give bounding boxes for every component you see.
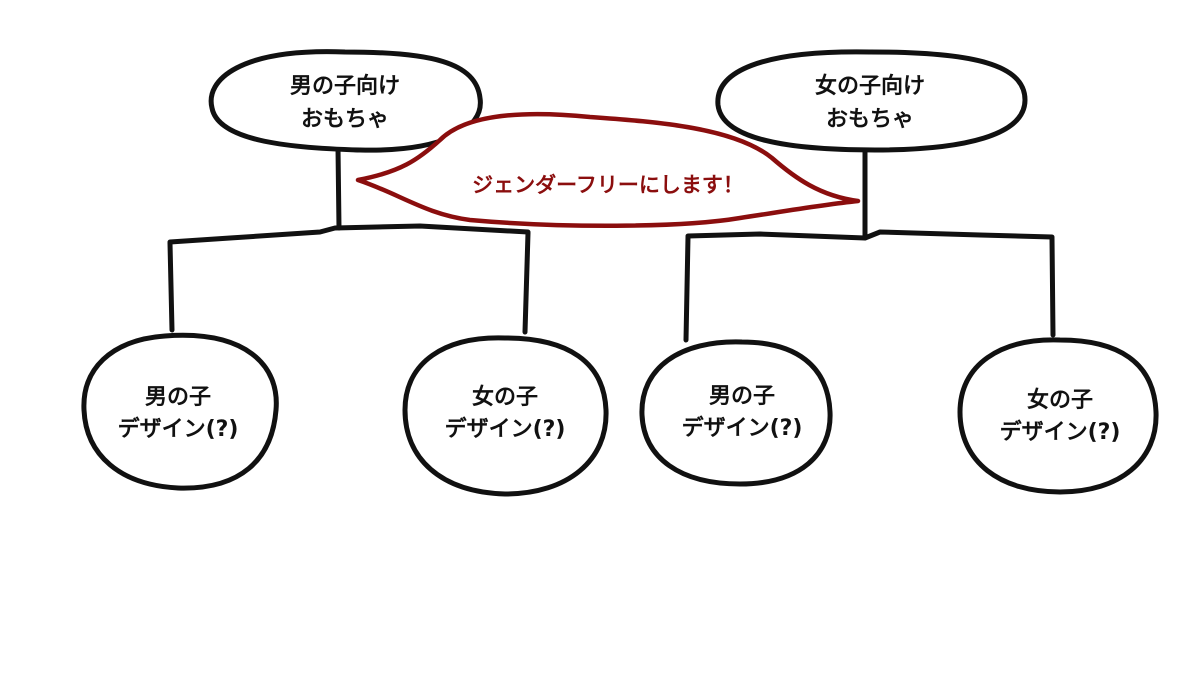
right-tree-connectors [683,147,1056,343]
connector-left-drop-1 [167,240,175,333]
node-girls-toys-line1: 女の子向け [815,73,925,99]
leaf-2-line1: 女の子 [472,384,538,410]
connector-left-stem [335,145,342,231]
left-tree-connectors [167,145,531,335]
leaf-3-shape [639,339,833,487]
leaf-1-shape [81,332,279,491]
leaf-boys-toys-girls-design: 女の子 デザイン(?) [402,335,609,497]
leaf-1-line2: デザイン(?) [118,416,239,442]
node-boys-toys-line1: 男の子向け [290,73,400,99]
leaf-4-shape [957,337,1159,495]
node-girls-toys-line2: おもちゃ [826,107,914,132]
leaf-2-shape [402,335,609,497]
node-boys-toys-shape [208,49,483,153]
leaf-girls-toys-boys-design: 男の子 デザイン(?) [639,339,833,487]
connector-right-drop-1 [683,234,691,343]
callout-shape [355,111,861,229]
leaf-2-line2: デザイン(?) [445,416,566,442]
connector-left-drop-2 [522,230,531,335]
node-boys-toys: 男の子向け おもちゃ [208,49,483,153]
connector-right-bar [685,229,1055,241]
callout-gender-free: ジェンダーフリーにします！ [355,111,861,229]
connector-left-bar [167,223,531,245]
leaf-4-line1: 女の子 [1027,387,1093,413]
node-girls-toys: 女の子向け おもちゃ [715,49,1028,153]
leaf-4-line2: デザイン(?) [1000,419,1121,445]
callout-text: ジェンダーフリーにします！ [472,173,744,197]
leaf-boys-toys-boys-design: 男の子 デザイン(?) [81,332,279,491]
leaf-1-line1: 男の子 [145,385,211,410]
node-boys-toys-line2: おもちゃ [301,107,389,132]
node-girls-toys-shape [715,49,1028,153]
connector-right-drop-2 [1049,235,1056,338]
leaf-3-line2: デザイン(?) [682,415,803,441]
leaf-girls-toys-girls-design: 女の子 デザイン(?) [957,337,1159,495]
leaf-3-line1: 男の子 [709,384,775,409]
